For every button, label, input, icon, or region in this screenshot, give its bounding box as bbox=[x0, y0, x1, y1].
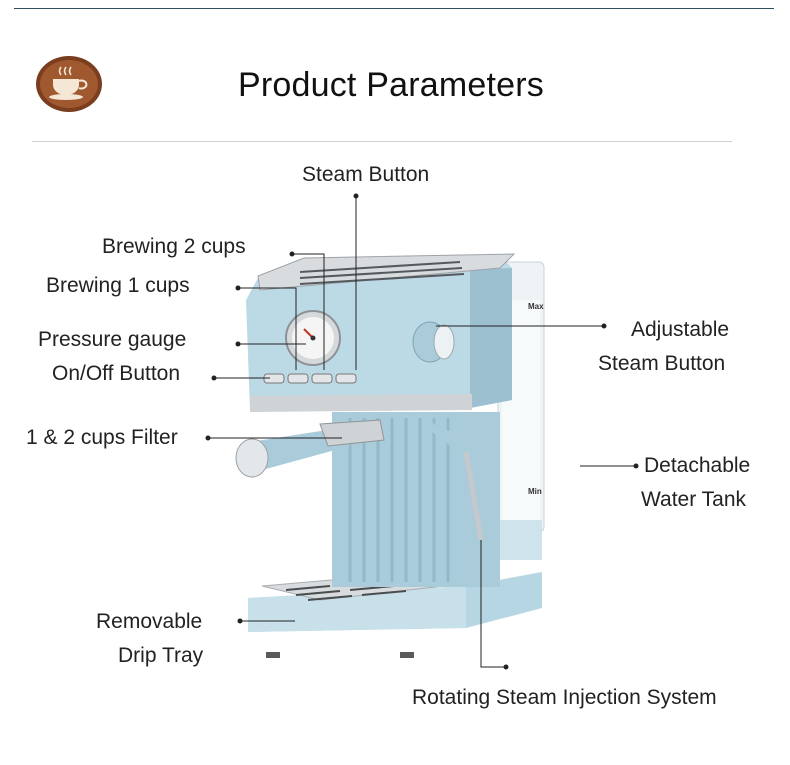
steam-wand bbox=[422, 412, 484, 541]
label-filter: 1 & 2 cups Filter bbox=[26, 426, 178, 449]
pressure-gauge bbox=[285, 310, 341, 366]
control-buttons bbox=[263, 373, 357, 384]
coffee-cup-icon bbox=[36, 56, 102, 112]
label-steam-button: Steam Button bbox=[302, 163, 430, 186]
label-water-tank-line2: Water Tank bbox=[641, 488, 747, 511]
steam-knob bbox=[412, 321, 455, 363]
label-on-off-button: On/Off Button bbox=[52, 362, 181, 385]
label-water-tank-line1: Detachable bbox=[644, 454, 751, 477]
leader-dots bbox=[205, 193, 639, 670]
label-drip-tray-line2: Drip Tray bbox=[118, 644, 204, 667]
label-adjustable-steam-line1: Adjustable bbox=[631, 318, 730, 341]
title-divider bbox=[32, 141, 732, 142]
top-divider bbox=[14, 8, 774, 9]
label-pressure-gauge: Pressure gauge bbox=[38, 328, 187, 351]
label-adjustable-steam-line2: Steam Button bbox=[598, 352, 726, 375]
tank-min-mark: Min bbox=[528, 487, 542, 496]
page-title: Product Parameters bbox=[238, 66, 544, 104]
machine-body bbox=[246, 253, 516, 412]
tank-max-mark: Max bbox=[528, 302, 544, 311]
label-rotating-steam: Rotating Steam Injection System bbox=[412, 686, 717, 709]
leader-lines bbox=[208, 196, 636, 668]
label-brewing-2-cups: Brewing 2 cups bbox=[102, 235, 246, 258]
label-brewing-1-cups: Brewing 1 cups bbox=[46, 274, 190, 297]
label-drip-tray-line1: Removable bbox=[96, 610, 203, 633]
